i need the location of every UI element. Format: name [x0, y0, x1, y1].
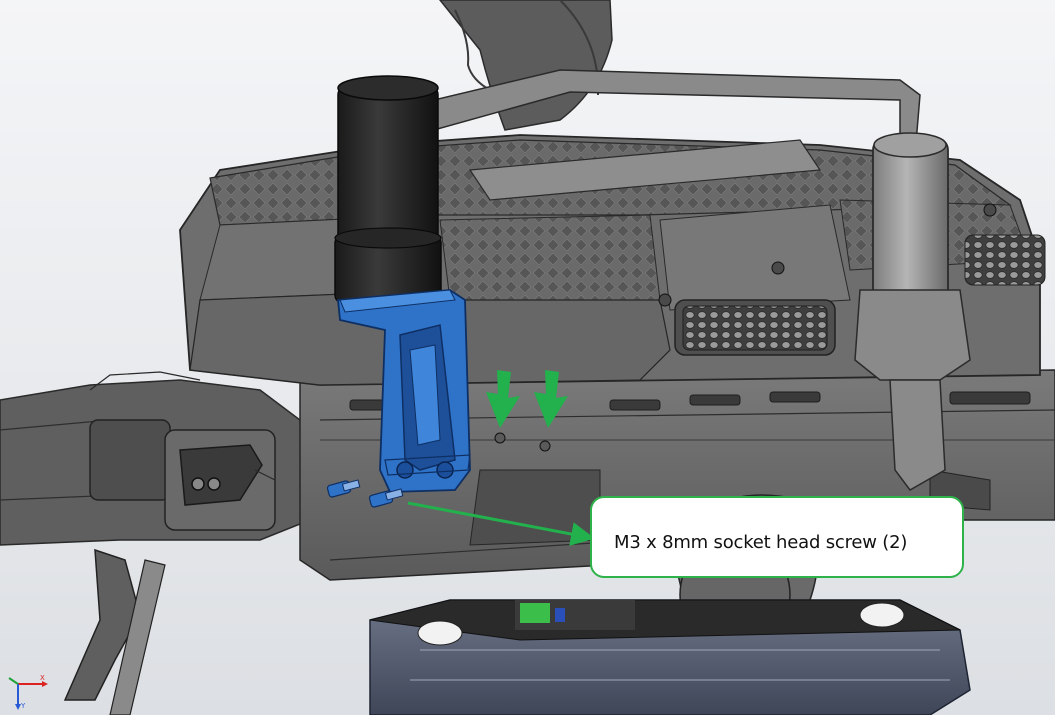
socket-head-screw[interactable] [368, 488, 404, 508]
bottom-payload [369, 599, 971, 715]
black-antenna [334, 75, 442, 304]
callout-label: M3 x 8mm socket head screw (2) [614, 532, 908, 553]
right-antenna [854, 132, 971, 491]
screw-callout-box: M3 x 8mm socket head screw (2) [590, 496, 964, 578]
left-arm [0, 371, 311, 546]
triad-x-label: X [40, 674, 45, 682]
green-down-arrow [486, 370, 520, 428]
green-down-arrow [534, 370, 568, 428]
battery-strap [348, 69, 921, 201]
blue-antenna-bracket[interactable] [337, 289, 471, 493]
coordinate-triad-icon: X Y [8, 674, 48, 710]
landing-leg [63, 548, 166, 715]
triad-y-label: Y [20, 702, 26, 710]
callout-leader-arrow [407, 501, 595, 546]
socket-head-screw[interactable] [326, 479, 361, 498]
